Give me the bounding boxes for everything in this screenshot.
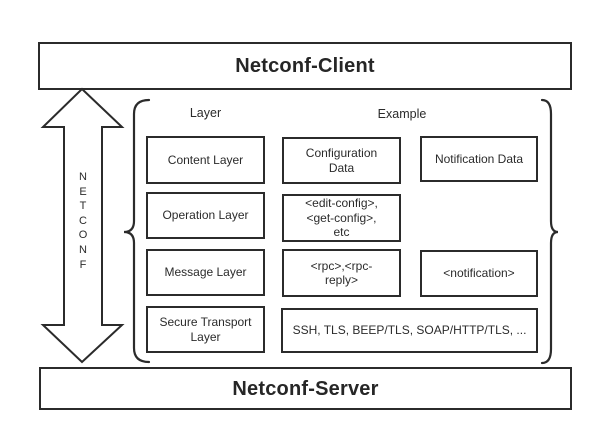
edit-config-box: <edit-config>, <get-config>, etc: [282, 194, 401, 242]
notification-message-box: <notification>: [420, 250, 538, 297]
message-layer-box: Message Layer: [146, 249, 265, 296]
left-brace: [123, 98, 151, 364]
operation-layer-box: Operation Layer: [146, 192, 265, 239]
netconf-client-box: Netconf-Client: [38, 42, 572, 90]
transport-protocols-box: SSH, TLS, BEEP/TLS, SOAP/HTTP/TLS, ...: [281, 308, 538, 353]
right-brace: [540, 98, 559, 365]
netconf-server-box: Netconf-Server: [39, 367, 572, 410]
secure-transport-layer-box: Secure Transport Layer: [146, 306, 265, 353]
example-column-header: Example: [377, 107, 427, 121]
rpc-reply-box: <rpc>,<rpc- reply>: [282, 249, 401, 297]
notification-data-box: Notification Data: [420, 136, 538, 182]
netconf-double-arrow: [40, 87, 125, 364]
configuration-data-box: Configuration Data: [282, 137, 401, 184]
netconf-arrow-label: N E T C O N F: [78, 171, 88, 271]
layer-column-header: Layer: [189, 106, 222, 120]
content-layer-box: Content Layer: [146, 136, 265, 184]
